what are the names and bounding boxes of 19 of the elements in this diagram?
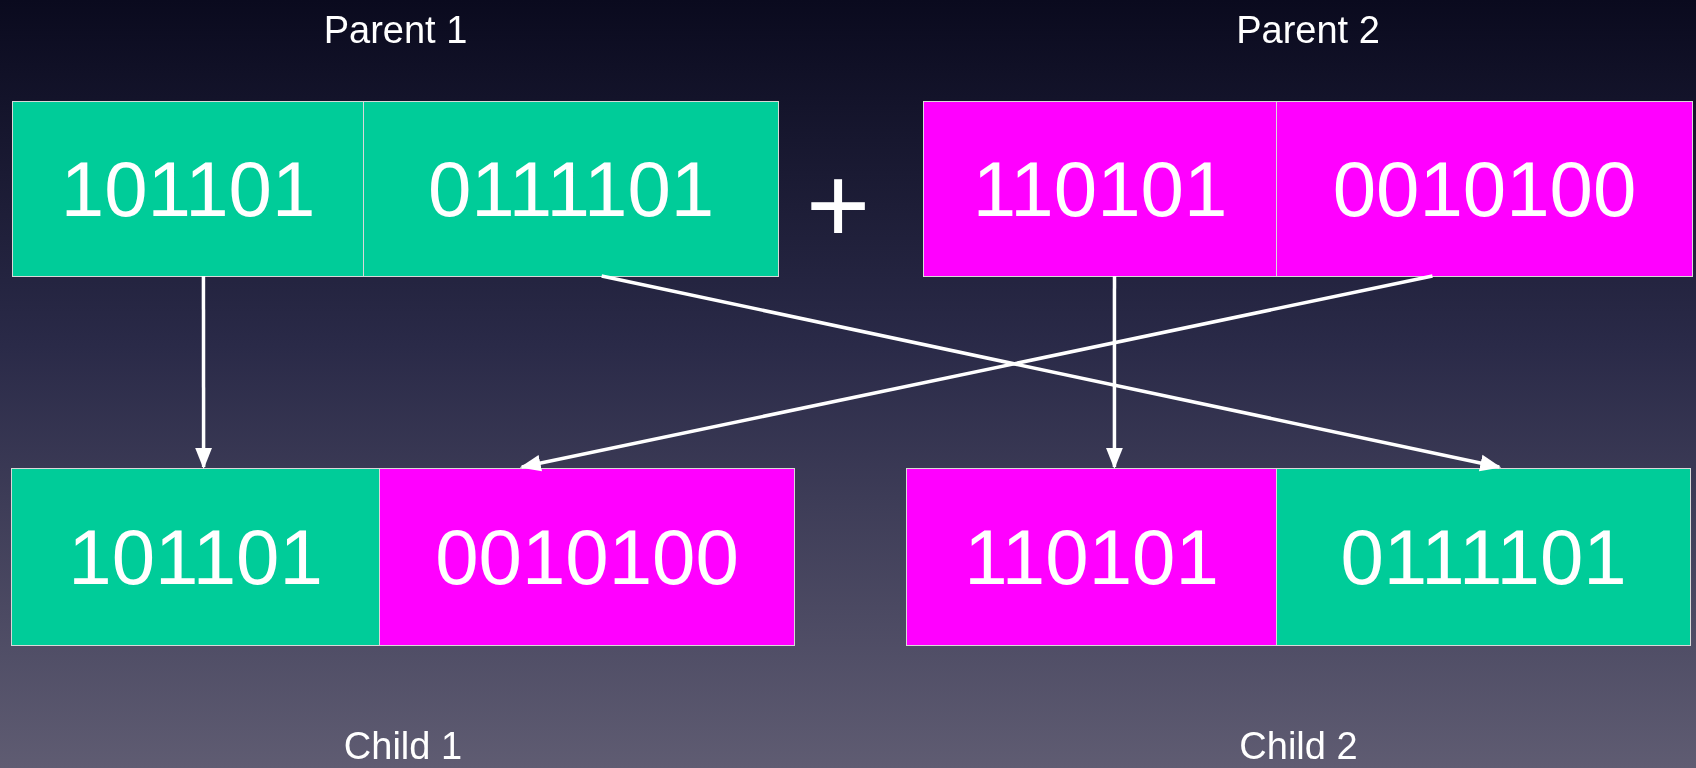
gene-segment: 0010100	[1276, 102, 1692, 276]
gene-segment: 110101	[924, 102, 1277, 276]
gene-segment: 101101	[12, 469, 380, 645]
gene-segment: 110101	[907, 469, 1277, 645]
chromosome-heading: Child 1	[342, 724, 464, 768]
arrow	[1106, 276, 1123, 470]
arrow	[601, 274, 1502, 472]
chromosome-heading: Parent 1	[322, 8, 469, 52]
chromosome-heading: Child 2	[1238, 724, 1359, 768]
chromosome-heading: Parent 2	[1235, 8, 1381, 52]
node-label: 110101	[972, 144, 1228, 233]
gene-segment: 101101	[13, 102, 364, 276]
node-label: 101101	[60, 144, 316, 233]
arrow	[195, 276, 212, 470]
plus-sign: +	[806, 150, 871, 260]
arrow	[519, 274, 1433, 472]
gene-segment: 0010100	[379, 469, 794, 645]
gene-segment: 0111101	[1276, 469, 1690, 645]
gene-segment: 0111101	[363, 102, 778, 276]
